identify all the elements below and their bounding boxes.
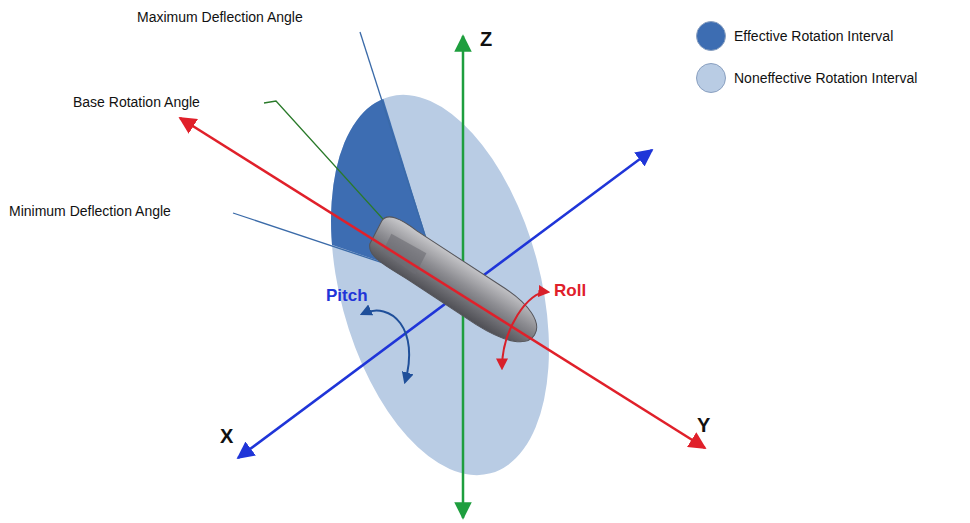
legend-swatch <box>696 63 726 93</box>
axis-name: X <box>220 425 233 448</box>
legend-text: Effective Rotation Interval <box>734 28 893 44</box>
angle-callout: Maximum Deflection Angle <box>137 9 303 25</box>
pitch-arrow <box>362 311 409 382</box>
legend-row: Effective Rotation Interval <box>696 21 893 51</box>
angle-callout: Base Rotation Angle <box>73 94 200 110</box>
angle-callout: Minimum Deflection Angle <box>9 203 171 219</box>
roll-arrow <box>502 292 548 368</box>
rotation-name: Pitch <box>326 286 368 306</box>
legend-row: Noneffective Rotation Interval <box>696 63 917 93</box>
base-angle-leader <box>264 101 440 282</box>
x-axis <box>238 150 652 458</box>
axis-name: Y <box>697 414 710 437</box>
rotation-name: Roll <box>554 281 586 301</box>
rotation-disc <box>293 71 587 499</box>
legend-swatch <box>696 21 726 51</box>
effective-sector <box>190 30 440 282</box>
legend-text: Noneffective Rotation Interval <box>734 70 917 86</box>
axis-name: Z <box>480 28 492 51</box>
y-axis <box>180 118 705 448</box>
